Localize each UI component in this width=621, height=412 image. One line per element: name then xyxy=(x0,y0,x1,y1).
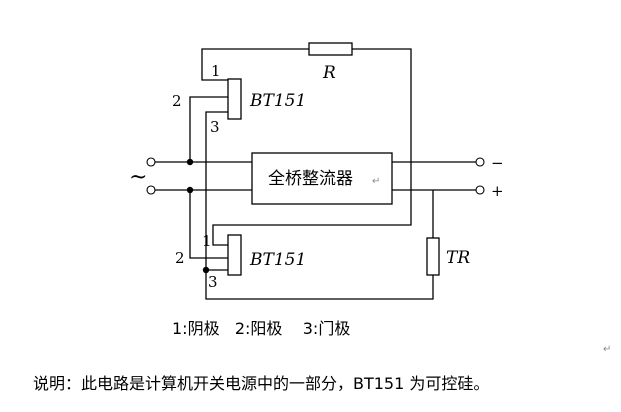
thyristor-top-pin3: 3 xyxy=(210,118,220,136)
wire-ac-input xyxy=(146,157,252,195)
tr-label: TR xyxy=(446,248,470,268)
wire-top-anode xyxy=(189,96,228,161)
thyristor-top-label: BT151 xyxy=(249,91,306,111)
return-mark: ↵ xyxy=(372,176,380,187)
output-pos: + xyxy=(491,182,504,200)
output-neg: − xyxy=(491,154,504,172)
thyristor-top xyxy=(227,78,242,120)
thyristor-bottom-label: BT151 xyxy=(249,250,306,270)
thyristor-bottom-pin3: 3 xyxy=(208,273,218,291)
pin-legend: 1:阴极 2:阳极 3:门极 xyxy=(172,319,350,338)
ac-symbol: ~ xyxy=(129,165,147,190)
note-text: 说明：此电路是计算机开关电源中的一部分，BT151 为可控硅。 xyxy=(33,374,489,393)
wire-bottom-anode xyxy=(189,190,228,259)
resistor xyxy=(308,42,353,56)
junction-gate xyxy=(202,266,210,274)
wire-top-loop xyxy=(201,48,412,246)
wire-output xyxy=(392,157,485,238)
thyristor-bottom-pin2: 2 xyxy=(175,249,185,267)
thyristor-top-pin1: 1 xyxy=(211,62,221,80)
wire-top-gate xyxy=(205,111,434,300)
thyristor-bottom xyxy=(227,234,242,276)
rectifier-label: 全桥整流器 xyxy=(268,169,353,189)
tr-component xyxy=(426,237,440,276)
thyristor-bottom-pin1: 1 xyxy=(202,232,212,250)
resistor-label: R xyxy=(322,63,336,83)
return-mark-2: ↵ xyxy=(603,344,611,355)
thyristor-top-pin2: 2 xyxy=(172,92,182,110)
rectifier-box xyxy=(251,152,393,205)
